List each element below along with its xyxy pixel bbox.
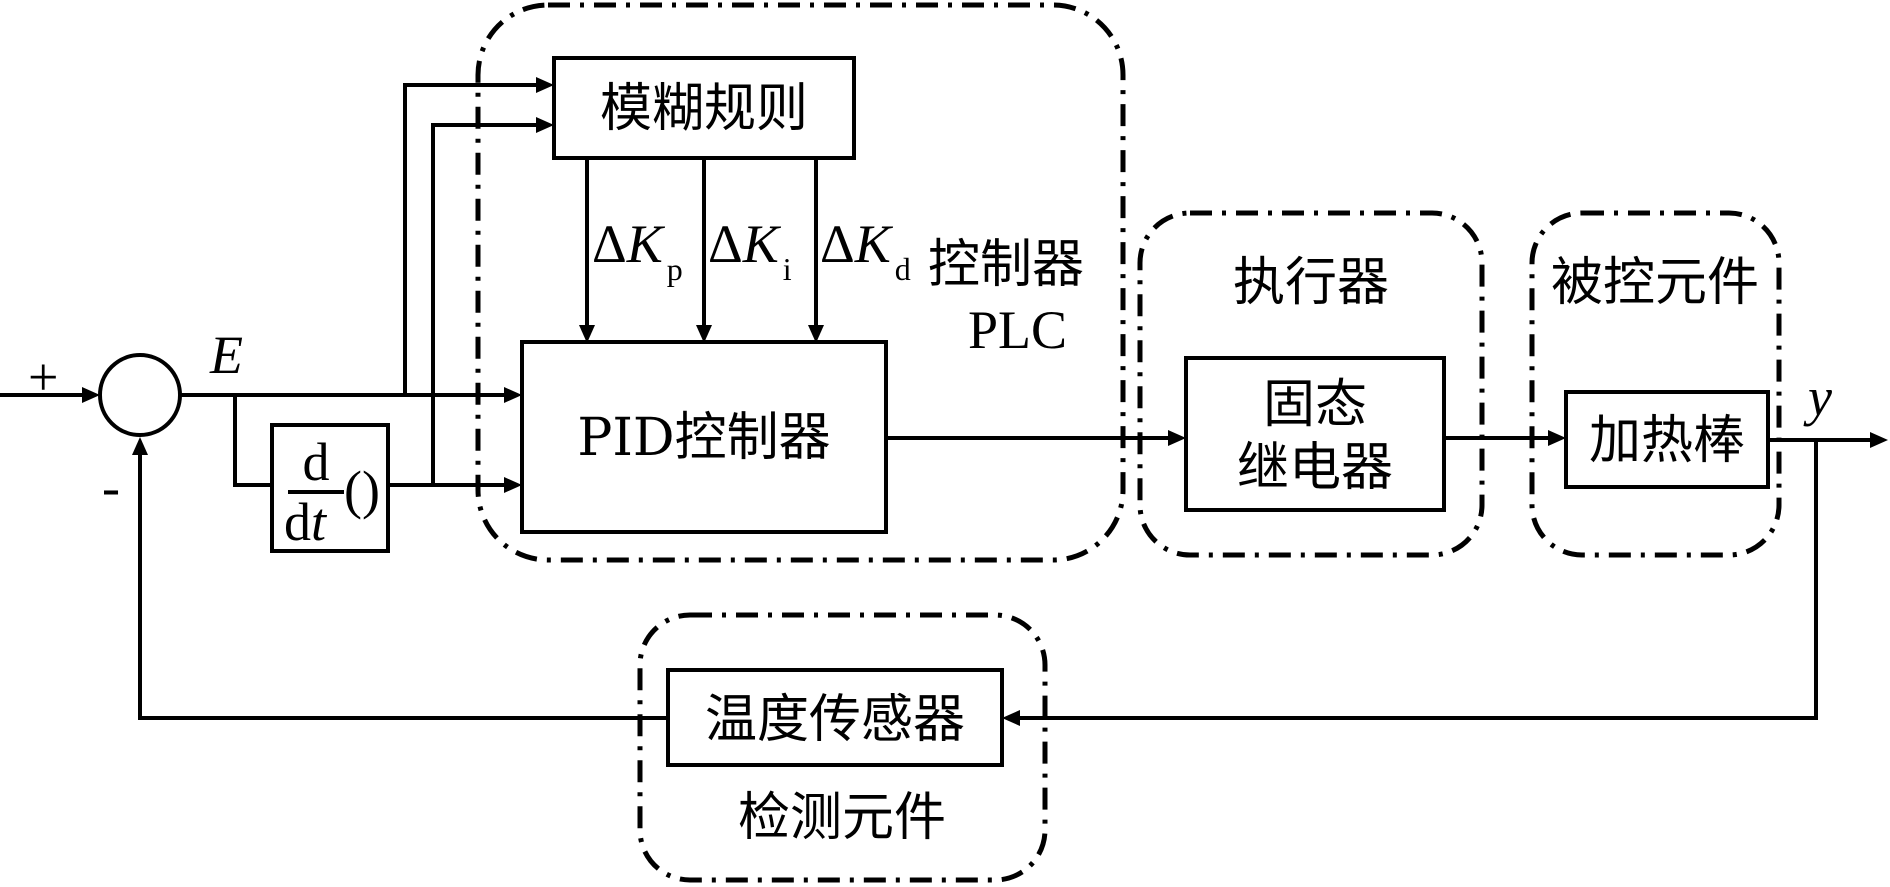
sensor-to-junction-line — [138, 455, 668, 720]
actuator-label: 执行器 — [1233, 253, 1389, 313]
derivative-to-fuzzy-line — [431, 123, 540, 485]
plc-label: PLC — [968, 300, 1067, 360]
heater-block — [1564, 390, 1770, 489]
derivative-to-pid-arrowhead — [504, 477, 522, 493]
controlled-element-group — [1529, 210, 1782, 558]
delta-kd-arrowhead — [808, 325, 824, 343]
output-label: y — [1803, 367, 1832, 427]
feedback-to-sensor-line — [1018, 440, 1818, 720]
fuzzy-rules-block — [552, 56, 856, 160]
temperature-sensor-block — [666, 668, 1004, 767]
controller-plc-group — [475, 2, 1126, 563]
minus-sign: - — [102, 457, 120, 517]
feedback-arrowhead — [132, 437, 148, 455]
feedback-to-sensor-arrowhead — [1002, 710, 1020, 726]
derivative-denominator: dt — [284, 492, 328, 552]
derivative-block — [270, 423, 390, 553]
detection-element-group — [637, 612, 1048, 883]
controller-label: 控制器 — [928, 235, 1084, 295]
plus-sign: + — [28, 347, 58, 407]
error-to-fuzzy-line — [403, 83, 540, 395]
derivative-branch-line — [233, 395, 272, 487]
derivative-to-fuzzy-arrowhead — [536, 117, 554, 133]
detection-element-label: 检测元件 — [738, 788, 946, 848]
temperature-sensor-label: 温度传感器 — [705, 690, 965, 750]
summing-junction — [98, 353, 182, 437]
pid-controller-block — [520, 340, 888, 534]
ssr-block — [1184, 356, 1446, 512]
heater-label: 加热棒 — [1589, 411, 1745, 471]
derivative-numerator: d — [303, 432, 330, 492]
pid-to-ssr-arrowhead — [1168, 430, 1186, 446]
output-arrowhead — [1870, 432, 1888, 448]
ssr-line1: 固态 — [1263, 375, 1367, 435]
input-arrowhead — [82, 387, 100, 403]
error-to-pid-arrowhead — [504, 387, 522, 403]
delta-ki-arrowhead — [696, 325, 712, 343]
fuzzy-rules-label: 模糊规则 — [600, 79, 808, 139]
ssr-to-heater-arrowhead — [1548, 430, 1566, 446]
error-to-fuzzy-arrowhead — [536, 77, 554, 93]
pid-controller-label: PID控制器 — [577, 408, 830, 468]
derivative-parentheses: () — [344, 460, 380, 520]
delta-kp-arrowhead — [579, 325, 595, 343]
ssr-line2: 继电器 — [1237, 438, 1393, 498]
error-label: E — [209, 325, 243, 385]
controlled-element-label: 被控元件 — [1551, 253, 1759, 313]
